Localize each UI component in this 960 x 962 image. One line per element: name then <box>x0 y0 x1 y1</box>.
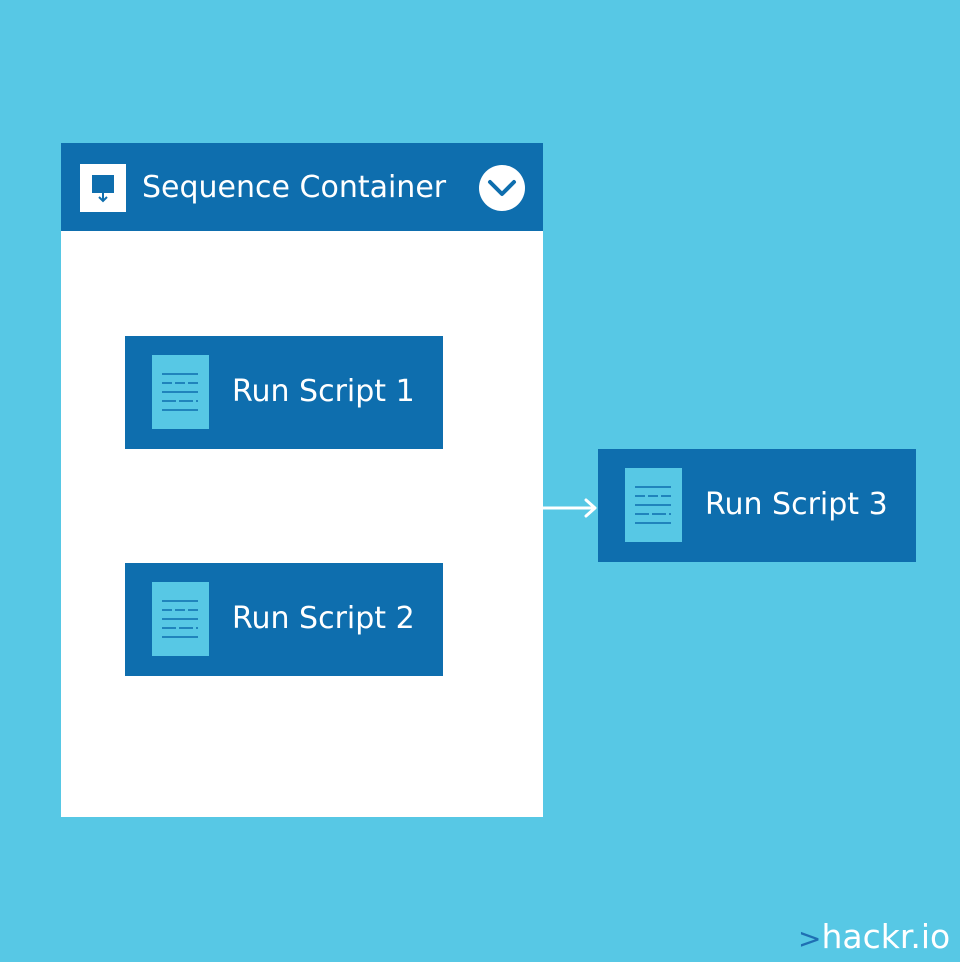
document-icon <box>152 355 209 429</box>
sequence-container: Sequence Container <box>61 143 543 817</box>
script-label: Run Script 3 <box>705 487 888 522</box>
document-icon <box>152 582 209 656</box>
run-script-2-task[interactable]: Run Script 2 <box>125 563 443 676</box>
brand-logo: >hackr.io <box>798 914 958 960</box>
script-label: Run Script 2 <box>232 601 415 636</box>
script-label: Run Script 1 <box>232 374 415 409</box>
brand-prefix: > <box>798 922 822 955</box>
package-download-icon <box>80 164 126 212</box>
container-header: Sequence Container <box>61 143 543 231</box>
document-icon <box>625 468 682 542</box>
run-script-1-task[interactable]: Run Script 1 <box>125 336 443 449</box>
chevron-down-icon[interactable] <box>479 165 525 211</box>
arrow-right-icon <box>540 496 600 520</box>
container-title: Sequence Container <box>142 170 447 205</box>
run-script-3-task[interactable]: Run Script 3 <box>598 449 916 562</box>
brand-name: hackr.io <box>821 917 951 956</box>
